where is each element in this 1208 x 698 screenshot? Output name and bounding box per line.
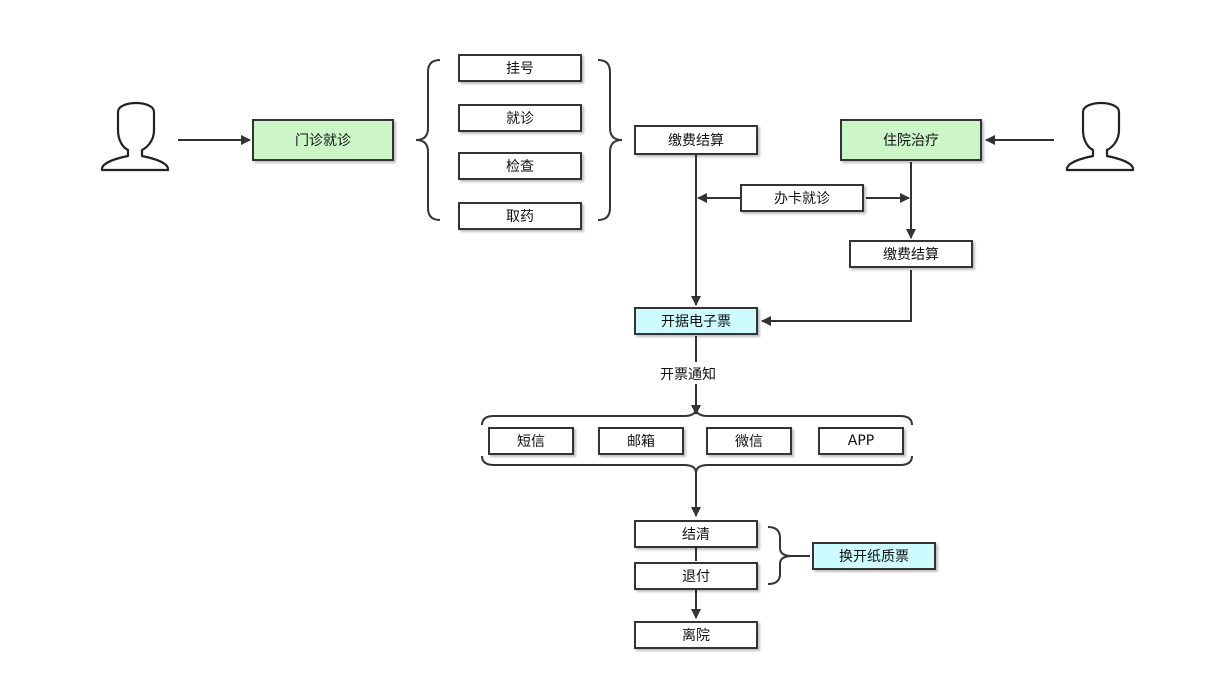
outpatient-node: 门诊就诊 [252,119,394,161]
refund-node: 退付 [634,562,758,590]
notice-label: 开票通知 [656,364,720,384]
brace-paper [767,526,793,585]
wechat-node: 微信 [706,427,792,455]
sms-node: 短信 [488,427,574,455]
brace-top [481,407,913,426]
register-node: 挂号 [458,54,582,82]
exam-node: 检查 [458,152,582,180]
medicine-node: 取药 [458,202,582,230]
settle-node: 结清 [634,520,758,548]
right-person-icon [1065,101,1135,172]
card-consult-node: 办卡就诊 [740,184,864,212]
email-node: 邮箱 [598,427,684,455]
consult-node: 就诊 [458,104,582,132]
einvoice-node: 开据电子票 [634,307,758,335]
pay-right-node: 缴费结算 [849,240,973,268]
paper-invoice-node: 换开纸质票 [812,542,936,570]
inpatient-node: 住院治疗 [840,119,982,161]
app-node: APP [818,427,904,455]
brace-left [415,59,441,221]
brace-bottom [481,455,913,474]
arrow-payright-to-einvoice [761,270,912,326]
left-person-icon [100,101,170,172]
discharge-node: 离院 [634,621,758,649]
pay-left-node: 缴费结算 [634,125,758,155]
connectors [178,59,1054,619]
brace-right [597,59,623,221]
